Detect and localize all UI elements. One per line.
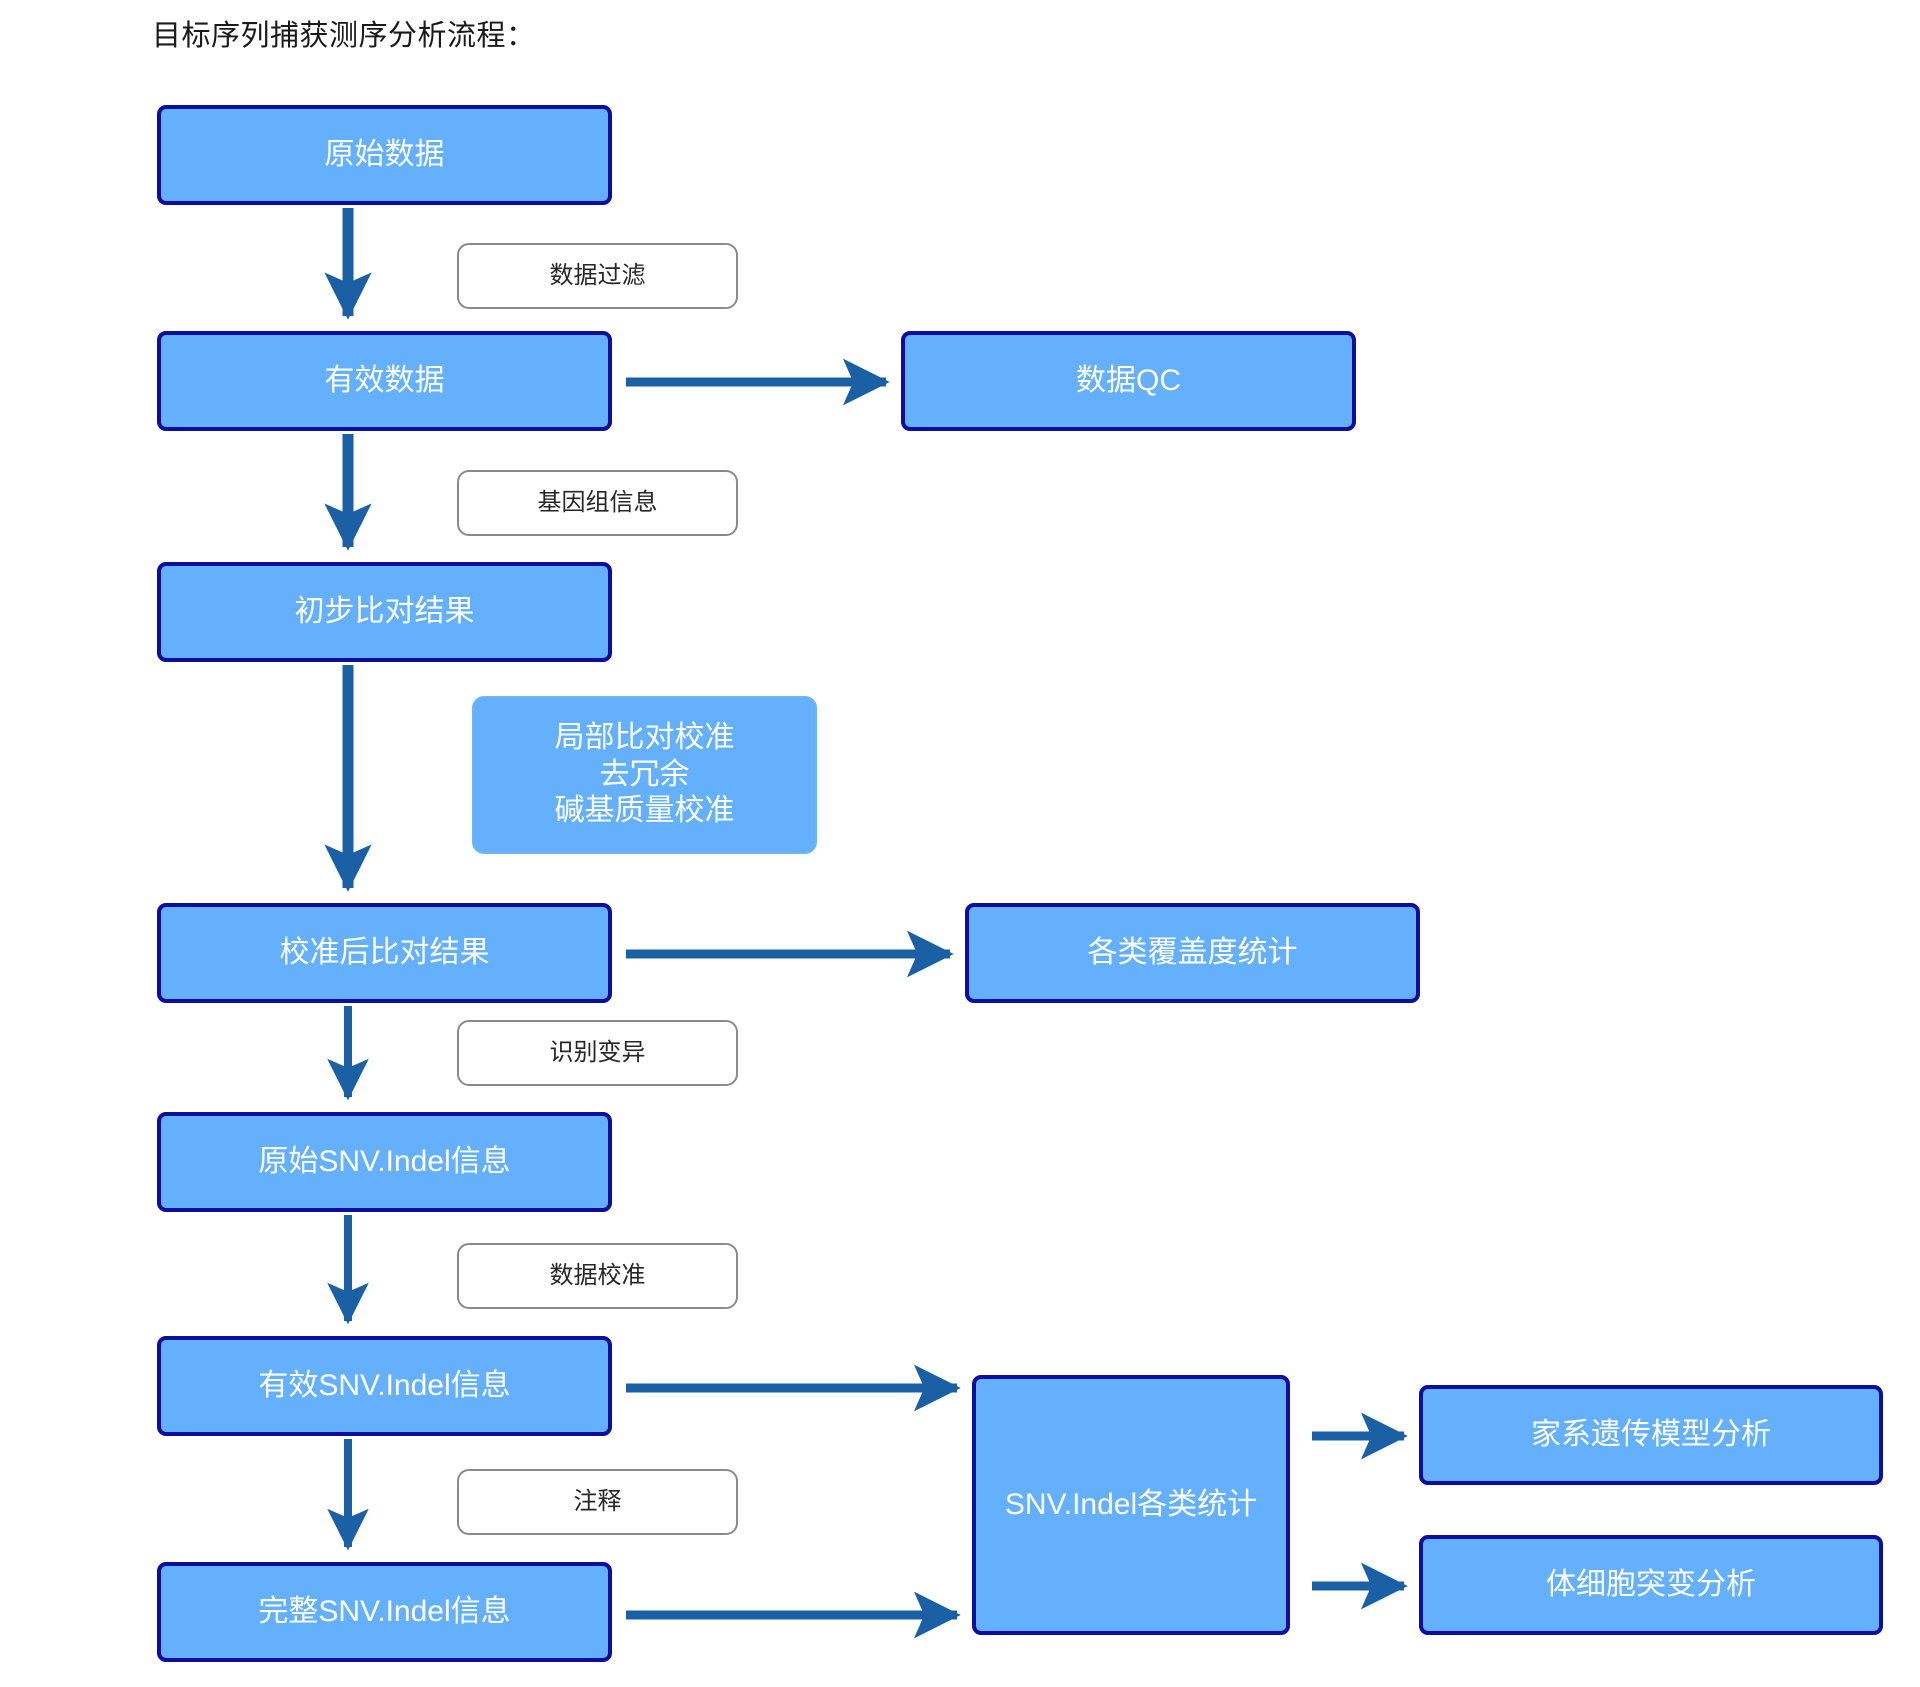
node-realign-dedup-bqsr[interactable]: 局部比对校准 去冗余 碱基质量校准 [472,696,817,854]
page-title: 目标序列捕获测序分析流程： [152,20,536,52]
node-snv-indel-stats[interactable]: SNV.Indel各类统计 [972,1375,1290,1635]
node-raw-data[interactable]: 原始数据 [157,105,612,205]
node-calibrated-alignment[interactable]: 校准后比对结果 [157,903,612,1003]
edge-label-genome-info: 基因组信息 [457,470,738,536]
edge-label-recalibrate: 数据校准 [457,1243,738,1309]
node-valid-snv-indel[interactable]: 有效SNV.Indel信息 [157,1336,612,1436]
node-initial-alignment[interactable]: 初步比对结果 [157,562,612,662]
node-pedigree-analysis[interactable]: 家系遗传模型分析 [1419,1385,1883,1485]
edge-label-annotate: 注释 [457,1469,738,1535]
node-raw-snv-indel[interactable]: 原始SNV.Indel信息 [157,1112,612,1212]
edge-label-data-filter: 数据过滤 [457,243,738,309]
node-coverage-stats[interactable]: 各类覆盖度统计 [965,903,1420,1003]
node-complete-snv-indel[interactable]: 完整SNV.Indel信息 [157,1562,612,1662]
node-somatic-analysis[interactable]: 体细胞突变分析 [1419,1535,1883,1635]
node-valid-data[interactable]: 有效数据 [157,331,612,431]
node-data-qc[interactable]: 数据QC [901,331,1356,431]
edge-label-call-variant: 识别变异 [457,1020,738,1086]
